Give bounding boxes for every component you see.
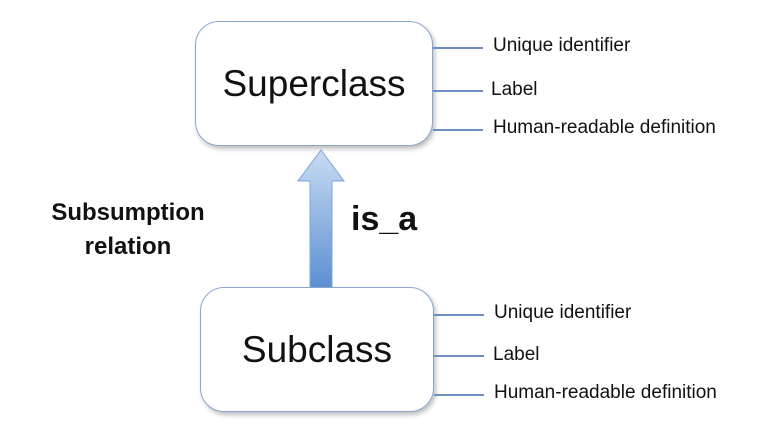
superclass-title: Superclass [222,62,406,104]
superclass-connector-identifier [433,47,483,49]
subclass-property-identifier: Unique identifier [494,302,632,323]
superclass-box: Superclass [195,21,433,146]
superclass-connector-definition [433,129,483,131]
subclass-property-definition: Human-readable definition [494,382,717,403]
superclass-connector-label [433,90,483,92]
subclass-title: Subclass [241,328,393,370]
is-a-label: is_a [351,200,418,238]
subclass-connector-label [434,355,484,357]
subclass-connector-identifier [434,314,484,316]
superclass-property-label: Label [491,79,538,100]
subclass-box: Subclass [200,287,434,412]
relation-name-line-1: Subsumption [51,199,205,226]
subclass-property-label: Label [493,344,540,365]
subclass-connector-definition [434,394,484,396]
superclass-property-identifier: Unique identifier [493,35,631,56]
is-a-arrow [297,149,345,289]
relation-name: Subsumption relation [20,196,236,264]
superclass-property-definition: Human-readable definition [493,117,716,138]
relation-name-line-2: relation [84,233,172,260]
